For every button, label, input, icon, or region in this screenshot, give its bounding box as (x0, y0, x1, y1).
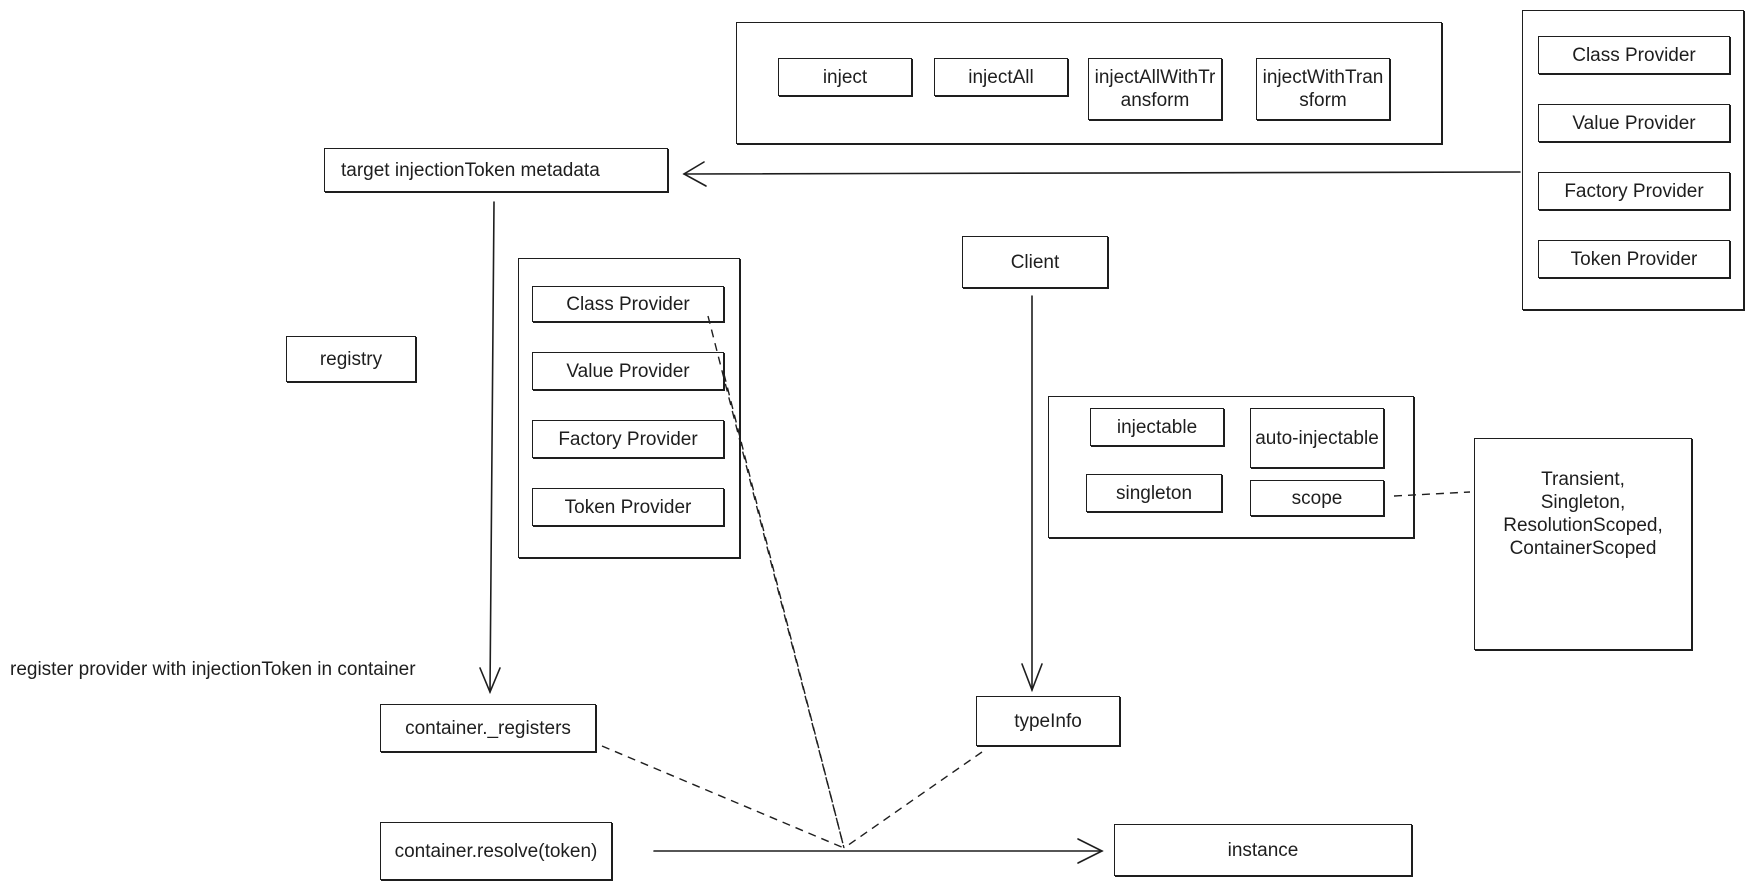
instance-label: instance (1227, 839, 1299, 861)
arrowhead-registers (479, 667, 501, 695)
decorator-injectable-label: injectable (1116, 416, 1198, 438)
decorators-group (736, 22, 1442, 144)
right-factory-provider-label: Factory Provider (1564, 180, 1704, 202)
typeinfo-box: typeInfo (976, 696, 1120, 746)
center-token-provider-label: Token Provider (564, 496, 692, 518)
right-value-provider-label: Value Provider (1572, 112, 1696, 134)
register-note: register provider with injectionToken in… (10, 659, 416, 680)
center-factory-provider: Factory Provider (532, 420, 724, 458)
scope-value-resolution-scoped: ResolutionScoped, (1503, 515, 1663, 536)
decorator-injectable: injectable (1090, 408, 1224, 446)
registry-box: registry (286, 336, 416, 382)
arrowhead-metadata (682, 161, 707, 187)
center-class-provider-label: Class Provider (566, 293, 690, 315)
center-token-provider: Token Provider (532, 488, 724, 526)
client-box: Client (962, 236, 1108, 288)
decorator-inject-all: injectAll (934, 58, 1068, 96)
right-class-provider-label: Class Provider (1572, 44, 1696, 66)
registry-label: registry (319, 348, 383, 370)
decorator-inject-all-with-transform: injectAllWithTransform (1088, 58, 1222, 120)
dashed-registers-to-resolve (601, 745, 845, 849)
dashed-typeinfo-to-resolve (843, 751, 983, 849)
typeinfo-label: typeInfo (1014, 710, 1082, 732)
center-value-provider-label: Value Provider (566, 360, 690, 382)
container-resolve-label: container.resolve(token) (394, 840, 598, 862)
target-metadata-label: target injectionToken metadata (341, 159, 600, 181)
decorator-scope-label: scope (1291, 487, 1343, 509)
scope-value-singleton: Singleton, (1540, 492, 1626, 513)
decorator-inject-label: inject (822, 66, 868, 88)
dashed-value-provider-to-resolve (723, 373, 845, 849)
decorator-auto-injectable-label: auto-injectable (1255, 427, 1379, 449)
container-registers-box: container._registers (380, 704, 596, 752)
scope-value-container-scoped: ContainerScoped (1509, 538, 1657, 559)
providers-group-right (1522, 10, 1744, 310)
right-class-provider: Class Provider (1538, 36, 1730, 74)
arrow-metadata-to-registers (489, 201, 495, 693)
dashed-class-provider-to-resolve (707, 315, 845, 849)
right-value-provider: Value Provider (1538, 104, 1730, 142)
decorator-singleton: singleton (1086, 474, 1222, 512)
decorator-inject: inject (778, 58, 912, 96)
scope-values-box: Transient, Singleton, ResolutionScoped, … (1474, 438, 1692, 650)
class-decorators-group (1048, 396, 1414, 538)
client-label: Client (1010, 251, 1060, 273)
right-factory-provider: Factory Provider (1538, 172, 1730, 210)
decorator-inject-all-with-transform-label: injectAllWithTransform (1094, 67, 1216, 111)
center-class-provider: Class Provider (532, 286, 724, 322)
decorator-inject-all-label: injectAll (968, 66, 1034, 88)
center-value-provider: Value Provider (532, 352, 724, 390)
decorator-auto-injectable: auto-injectable (1250, 408, 1384, 468)
decorator-scope: scope (1250, 480, 1384, 516)
arrowhead-instance (1077, 838, 1104, 864)
right-token-provider: Token Provider (1538, 240, 1730, 278)
arrow-providers-to-metadata (683, 171, 1521, 175)
container-registers-label: container._registers (405, 717, 571, 739)
instance-box: instance (1114, 824, 1412, 876)
decorator-inject-with-transform: injectWithTransform (1256, 58, 1390, 120)
decorator-singleton-label: singleton (1115, 482, 1193, 504)
dashed-scope-to-values (1393, 491, 1471, 497)
right-token-provider-label: Token Provider (1570, 248, 1698, 270)
target-metadata-box: target injectionToken metadata (324, 148, 668, 192)
center-factory-provider-label: Factory Provider (558, 428, 698, 450)
arrowhead-typeinfo (1021, 663, 1043, 693)
scope-value-transient: Transient, (1541, 469, 1625, 490)
decorator-inject-with-transform-label: injectWithTransform (1262, 67, 1384, 111)
container-resolve-box: container.resolve(token) (380, 822, 612, 880)
providers-group-center (518, 258, 740, 558)
